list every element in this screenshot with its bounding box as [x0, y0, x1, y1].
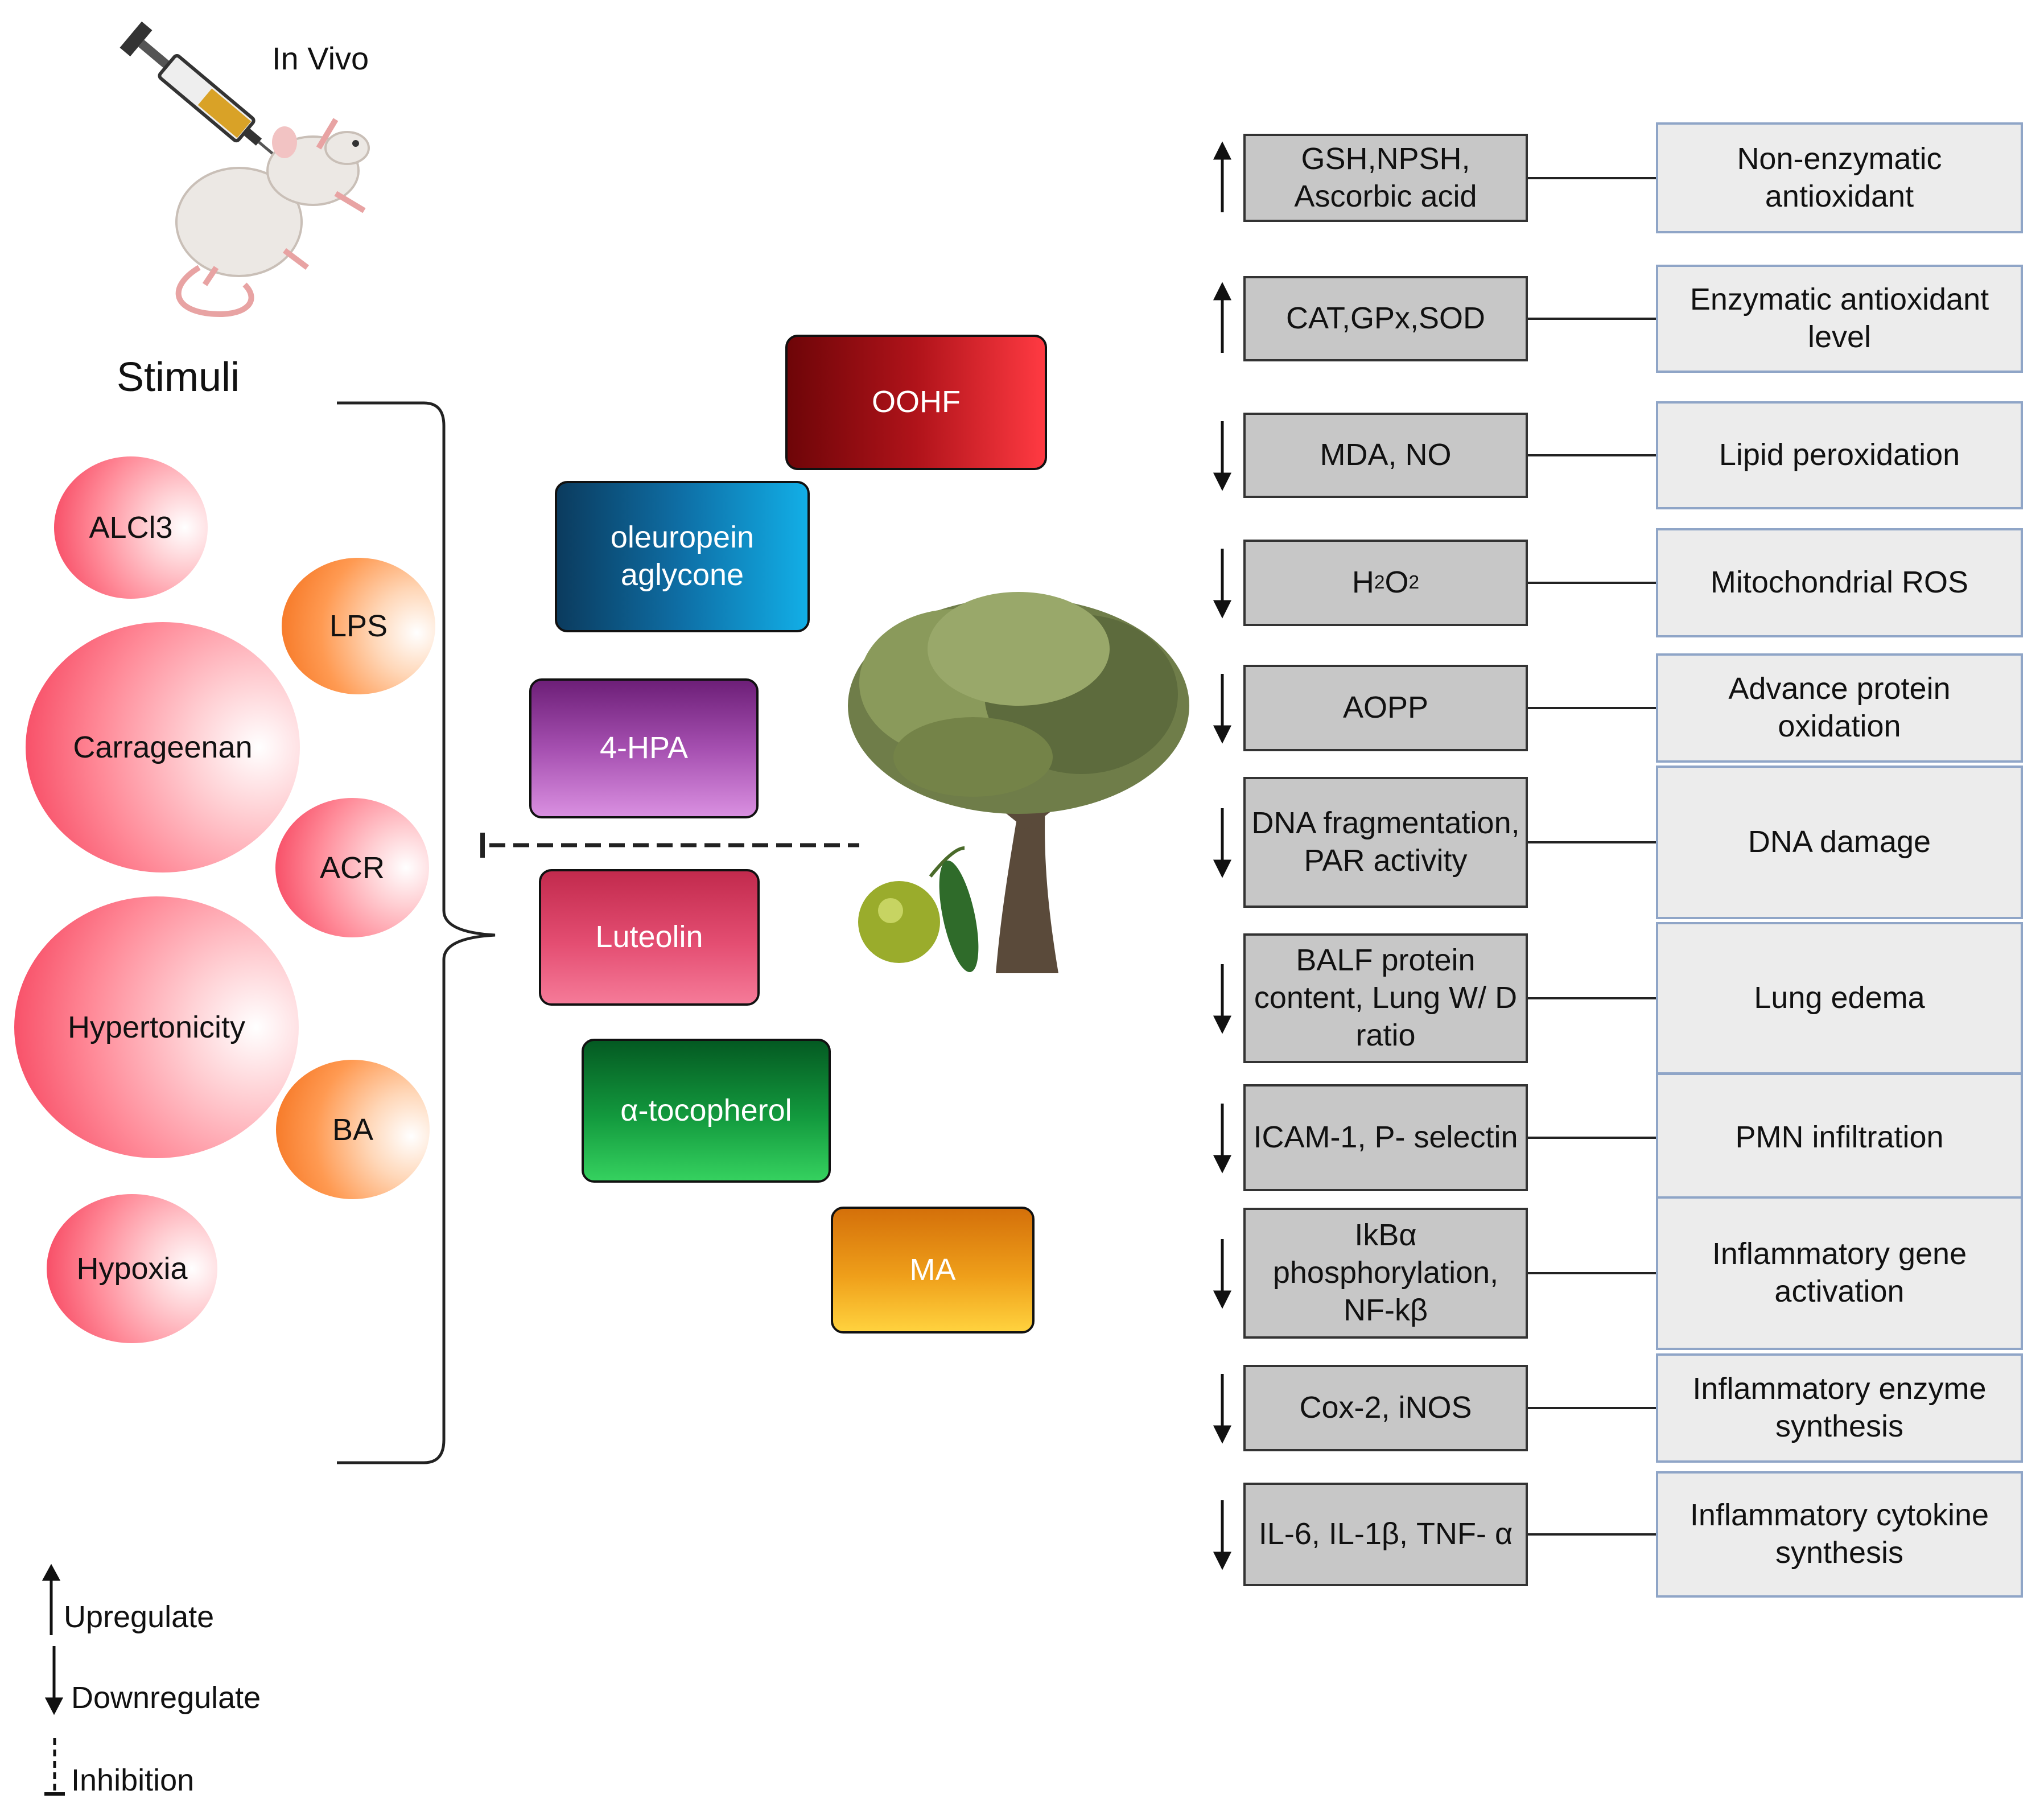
- stimulus-hypoxia: Hypoxia: [47, 1194, 217, 1343]
- pathway-target: IkBα phosphorylation, NF-kβ: [1243, 1208, 1528, 1339]
- pathway-target: MDA, NO: [1243, 413, 1528, 498]
- up-arrow-icon: [42, 1563, 61, 1635]
- legend-upregulate: Upregulate: [64, 1600, 215, 1634]
- pathway-effect: PMN infiltration: [1656, 1073, 2023, 1203]
- pathway-target: Cox-2, iNOS: [1243, 1365, 1528, 1451]
- down-arrow-icon: [1213, 1239, 1232, 1309]
- pathway-target: CAT,GPx,SOD: [1243, 276, 1528, 361]
- down-arrow-icon: [1213, 964, 1232, 1034]
- pathway-connector: [1528, 1137, 1656, 1139]
- pathway-effect: Inflammatory gene activation: [1656, 1196, 2023, 1350]
- stimuli-title: Stimuli: [117, 355, 240, 400]
- stimulus-acr: ACR: [275, 798, 429, 937]
- pathway-effect: Inflammatory enzyme synthesis: [1656, 1353, 2023, 1463]
- stimulus-alcl3: ALCl3: [54, 456, 208, 599]
- pathway-target: GSH,NPSH, Ascorbic acid: [1243, 134, 1528, 222]
- pathway-connector: [1528, 454, 1656, 456]
- legend-downregulate: Downregulate: [71, 1681, 261, 1715]
- pathway-effect: Lung edema: [1656, 922, 2023, 1075]
- stimuli-bracket: [337, 401, 496, 1464]
- down-arrow-icon: [1213, 1374, 1232, 1444]
- compound-4-hpa: 4-HPA: [529, 678, 759, 818]
- down-arrow-icon: [1213, 1500, 1232, 1570]
- pathway-connector: [1528, 841, 1656, 843]
- stimulus-carrageenan: Carrageenan: [26, 622, 300, 872]
- pathway-target: IL-6, IL-1β, TNF- α: [1243, 1483, 1528, 1586]
- pathway-connector: [1528, 582, 1656, 584]
- pathway-effect: Advance protein oxidation: [1656, 653, 2023, 763]
- stimulus-ba: BA: [276, 1060, 430, 1199]
- in-vivo-label: In Vivo: [272, 40, 369, 76]
- pathway-target: AOPP: [1243, 665, 1528, 751]
- compound-oohf: OOHF: [785, 335, 1047, 470]
- pathway-target: BALF protein content, Lung W/ D ratio: [1243, 933, 1528, 1063]
- pathway-effect: Inflammatory cytokine synthesis: [1656, 1471, 2023, 1598]
- mouse-icon: [175, 118, 370, 317]
- down-arrow-icon: [1213, 808, 1232, 878]
- pathway-effect: Non-enzymatic antioxidant: [1656, 122, 2023, 233]
- compound-ma: MA: [831, 1207, 1035, 1334]
- down-arrow-icon: [1213, 549, 1232, 619]
- up-arrow-icon: [1213, 282, 1232, 353]
- compound-alpha-tocopherol: α-tocopherol: [582, 1039, 831, 1183]
- compound-oleuropein-aglycone: oleuropein aglycone: [555, 481, 810, 632]
- down-arrow-icon: [1213, 421, 1232, 491]
- pathway-effect: Mitochondrial ROS: [1656, 528, 2023, 637]
- stimulus-lps: LPS: [282, 558, 435, 694]
- legend-inhibition: Inhibition: [71, 1763, 195, 1797]
- pathway-connector: [1528, 176, 1656, 179]
- pathway-connector: [1528, 1407, 1656, 1409]
- pathway-effect: Enzymatic antioxidant level: [1656, 265, 2023, 373]
- pathway-connector: [1528, 318, 1656, 320]
- down-arrow-icon: [44, 1646, 64, 1715]
- compound-luteolin: Luteolin: [539, 869, 760, 1006]
- inhibition-line: [480, 833, 859, 858]
- pathway-target: ICAM-1, P- selectin: [1243, 1084, 1528, 1191]
- up-arrow-icon: [1213, 141, 1232, 212]
- pathway-effect: Lipid peroxidation: [1656, 401, 2023, 509]
- pathway-connector: [1528, 1533, 1656, 1536]
- pathway-connector: [1528, 997, 1656, 999]
- pathway-connector: [1528, 707, 1656, 709]
- olive-tree-icon: [848, 592, 1189, 973]
- inhibition-icon: [44, 1738, 65, 1796]
- down-arrow-icon: [1213, 1104, 1232, 1174]
- down-arrow-icon: [1213, 674, 1232, 744]
- pathway-target: DNA fragmentation, PAR activity: [1243, 777, 1528, 908]
- stimulus-hypertonicity: Hypertonicity: [14, 896, 299, 1158]
- pathway-effect: DNA damage: [1656, 765, 2023, 919]
- pathway-connector: [1528, 1272, 1656, 1274]
- syringe-icon: [119, 21, 311, 186]
- olive-fruit-icon: [858, 846, 979, 972]
